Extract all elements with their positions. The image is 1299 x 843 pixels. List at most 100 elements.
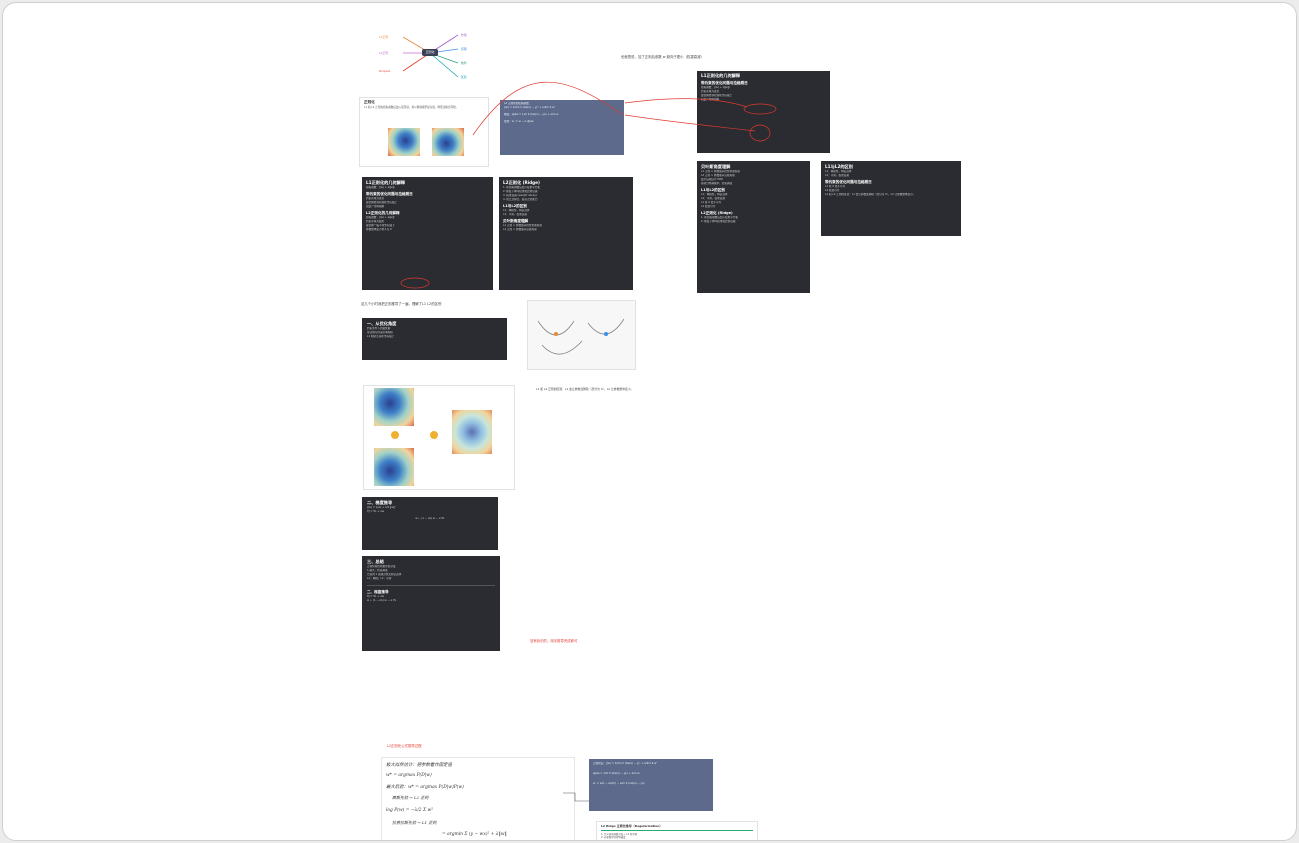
mindmap-left-node[interactable]: L1正则	[379, 35, 388, 39]
handwriting-line: 拉普拉斯先验 → L1 正则	[392, 820, 437, 825]
card-line: L2 正则 ⇔ 参数服从高斯先验	[503, 228, 537, 231]
card-heading: L2正则化的几何解释	[366, 211, 400, 215]
card-l1l2-intro[interactable]: 正则化 L1 和 L2 正则在损失函数后加入惩罚项，用以限制模型复杂度，降低过拟…	[359, 97, 489, 167]
card-line: L2：平滑，权重衰减	[503, 213, 527, 216]
card-title: 贝叶斯角度理解	[701, 164, 731, 169]
card-line: 合适的 λ 需通过交叉验证选择	[367, 573, 402, 576]
formula-line: 梯度：∂J/∂w = 1/m Σ (hw(x) − y)x + λ/m w	[504, 113, 559, 116]
divider	[367, 585, 495, 586]
card-title: L1正则化的几何解释	[701, 73, 741, 78]
card-line: ∇J = ∇L + λw	[367, 595, 384, 598]
comment-red[interactable]: 没有标识的，用手推导完成即可	[530, 639, 578, 643]
card-title: 二、梯度推导	[367, 500, 393, 505]
note-top[interactable]: 也就是说，加了正则后参数 w 趋向于更小（权重衰减）	[621, 55, 704, 59]
card-line: 1. 定义损失函数并加入 L2 惩罚项	[601, 832, 638, 836]
card-line: L1 正则 ⇔ 参数服从拉普拉斯先验	[701, 170, 740, 173]
card-line: L1：稀疏；L2：平滑	[367, 577, 392, 580]
equals-icon	[430, 431, 438, 439]
card-l1-geometry[interactable]: L1正则化的几何解释 带约束的优化问题与拉格朗日 损失函数：J(w) + λ‖w…	[697, 71, 830, 153]
card-line: 损失函数：J(w) + λ‖w‖₁	[366, 186, 395, 189]
card-title: L2 Ridge 正则化推导（Regularization）	[601, 824, 663, 828]
card-line: 正则化项控制模型复杂度	[367, 565, 396, 568]
card-line: 最优解更容易落在坐标轴上	[701, 94, 733, 97]
handwriting-line: 高斯先验 → L2 正则	[392, 795, 429, 800]
card-title: 三、总结	[367, 559, 384, 564]
card-line: L2：平滑，权重衰减	[825, 174, 849, 177]
card-formula-l2[interactable]: L2 正则化的损失函数： J(w) = 1/2m Σ (hw(x) − y)² …	[500, 100, 624, 155]
card-line: λ 越大，约束越强	[367, 569, 388, 572]
handwriting-image[interactable]: 极大似然估计：把参数看作固定值 w* = argmax P(D|w) 最大后验：…	[381, 757, 575, 840]
card-line: L2 处处可导	[825, 189, 840, 192]
handwriting-line: log P(w) = −λ/2 Σ w²	[386, 808, 434, 813]
mindmap-right-node[interactable]: 推导	[461, 61, 467, 65]
note-bottom-red[interactable]: L2正则化公式推导过程	[387, 744, 422, 748]
card-bottom-doc[interactable]: L2 Ridge 正则化推导（Regularization） 1. 定义损失函数…	[596, 821, 758, 840]
card-line: 1. 在损失函数后加入权重平方和	[701, 216, 739, 219]
handwriting-line: = argmin Σ (y − wx)² + λ‖w‖	[442, 832, 507, 837]
contour-plot-result	[452, 410, 492, 454]
card-line: L1：稀疏性，特征选择	[503, 209, 530, 212]
card-line: 约束区域为圆形	[366, 220, 385, 223]
card-line: L1 和 L2 正则的区别：L1 会让参数变稀疏（部分为 0），L2 让参数整体…	[825, 193, 916, 196]
formula-line: ∂J/∂w = 1/m Σ (hw(x) − y)x + λ/m w	[593, 772, 640, 775]
card-line: L1 相切点多在坐标轴上	[367, 335, 395, 338]
mindmap-left-node[interactable]: L2正则	[379, 51, 388, 55]
card-title: L1正则化的几何解释	[366, 180, 406, 185]
card-l1-detail[interactable]: L1正则化的几何解释 损失函数：J(w) + λ‖w‖₁ 带约束的优化问题与拉格…	[362, 177, 493, 290]
card-line: 最大后验估计 MAP	[701, 178, 723, 181]
card-difference[interactable]: L1与L2的区别 L1：稀疏性，特征选择 L2：平滑，权重衰减 带约束的优化问题…	[821, 161, 961, 236]
card-heading: L1与L2的区别	[701, 188, 725, 192]
connection-lines-icon	[400, 81, 777, 802]
card-line: 参数整体变小但不为 0	[366, 228, 392, 231]
card-heading: 贝叶斯角度理解	[503, 219, 529, 223]
card-optimization[interactable]: 一、从优化角度 约束条件下的最优解 等高线与约束区域相切 L1 相切点多在坐标轴…	[362, 318, 507, 360]
surface-plot-image[interactable]	[527, 300, 636, 370]
card-line: 损失函数：J(w) + λ‖w‖₁	[701, 86, 730, 89]
divider	[601, 830, 753, 831]
card-heading: 带约束的优化问题与拉格朗日	[366, 192, 413, 196]
card-line: 3. 权重衰减 (weight decay)	[503, 194, 537, 197]
card-line: L1 在 0 处不可导	[825, 185, 846, 188]
card-line: 1. 在损失函数后加入权重平方和	[503, 186, 541, 189]
card-line: 因此产生稀疏解	[366, 205, 385, 208]
card-line: L1 正则 ⇔ 参数服从拉普拉斯先验	[503, 224, 542, 227]
contour-plot-top	[374, 388, 414, 426]
contour-compare-image[interactable]	[363, 385, 515, 490]
card-line: 损失函数：J(w) + λ‖w‖²	[366, 216, 395, 219]
card-l2-ridge[interactable]: L2正则化 (Ridge) 1. 在损失函数后加入权重平方和 2. 梯度下降时权…	[499, 177, 633, 290]
note-mid[interactable]: 这几个小时我把正则推导了一遍，理解了L1 L2的区别	[361, 302, 442, 306]
note-sparse[interactable]: L1 和 L2 正则的区别：L1 会让参数变稀疏（部分为 0），L2 让参数整体…	[536, 387, 634, 391]
card-formula-bottom[interactable]: 正则化后：J(w) = 1/2m Σ (hw(x) − y)² + λ/2m Σ…	[589, 759, 713, 811]
mindmap[interactable]: 正则化 L1正则 L2正则 Dropout 作用 原理 推导 区别	[373, 27, 488, 85]
card-bayes[interactable]: 贝叶斯角度理解 L1 正则 ⇔ 参数服从拉普拉斯先验 L2 正则 ⇔ 参数服从高…	[697, 161, 810, 293]
card-derivation[interactable]: 二、梯度推导 J(w) = L(w) + λ/2 ‖w‖² ∇J = ∇L + …	[362, 497, 498, 550]
card-line: 先验分布越集中，约束越强	[701, 182, 733, 185]
card-title: L2正则化 (Ridge)	[503, 180, 540, 185]
card-line: 等高线与约束区域相切	[367, 331, 393, 334]
card-line: w ← (1 − αλ) w − α ∇L	[367, 599, 397, 602]
contour-plot-l1	[388, 128, 420, 156]
card-summary[interactable]: 三、总结 正则化项控制模型复杂度 λ 越大，约束越强 合适的 λ 需通过交叉验证…	[362, 556, 500, 651]
mindmap-center-node[interactable]: 正则化	[425, 50, 435, 54]
card-title: 正则化	[364, 100, 375, 104]
mindmap-left-node[interactable]: Dropout	[379, 69, 391, 73]
formula-line: 更新：w := w − α ∂J/∂w	[504, 120, 534, 123]
contour-plot-bottom	[374, 448, 414, 486]
surface-plot-icon	[537, 318, 625, 355]
card-line: L1：稀疏性，特征选择	[825, 170, 852, 173]
card-line: 最优解更容易落在坐标轴上	[366, 201, 398, 204]
card-text: L1 和 L2 正则在损失函数后加入惩罚项，用以限制模型复杂度，降低过拟合风险。	[364, 106, 459, 109]
card-heading: 二、梯度推导	[367, 590, 389, 594]
formula-line: 正则化后：J(w) = 1/2m Σ (hw(x) − y)² + λ/2m Σ…	[593, 762, 658, 765]
card-line: L2 处处可导	[701, 205, 716, 208]
mindmap-right-node[interactable]: 区别	[461, 75, 467, 79]
card-line: 2. 梯度下降时权重按比例衰减	[503, 190, 538, 193]
card-line: 2. 梯度下降时权重按比例衰减	[701, 220, 736, 223]
mindmap-right-node[interactable]: 原理	[461, 47, 467, 51]
handwriting-line: w* = argmax P(D|w)	[386, 773, 432, 778]
mindmap-right-node[interactable]: 作用	[461, 33, 467, 37]
plus-icon	[391, 431, 399, 439]
handwriting-line: 极大似然估计：把参数看作固定值	[386, 763, 452, 768]
card-line: L1：稀疏性，特征选择	[701, 193, 728, 196]
